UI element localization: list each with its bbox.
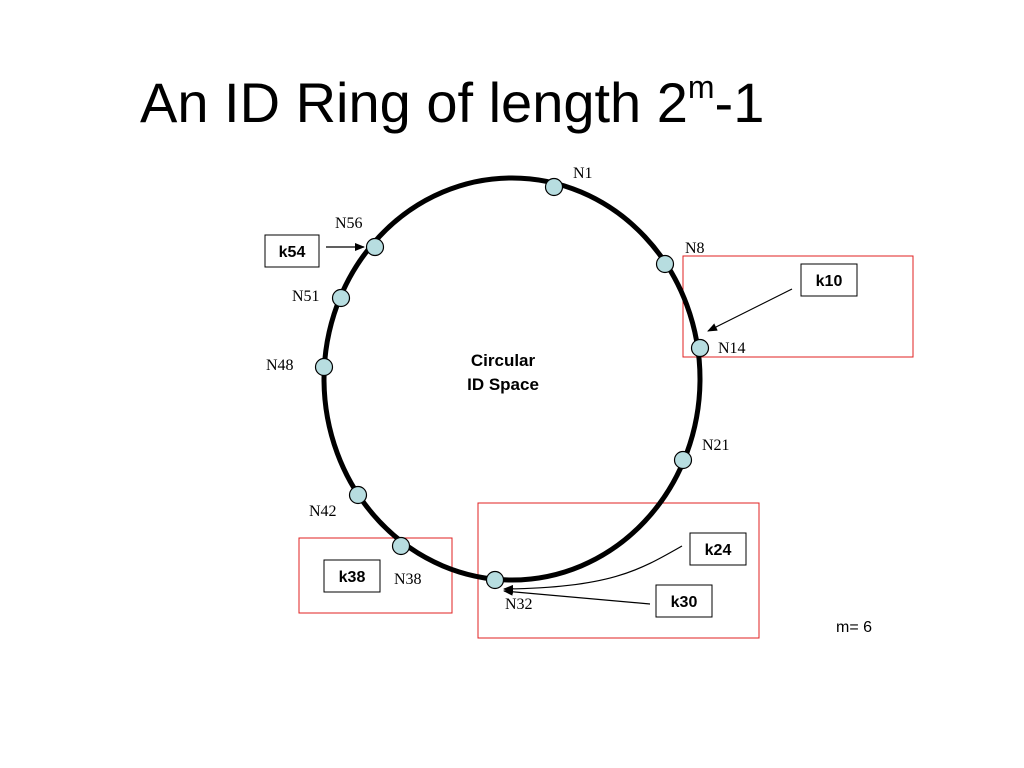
highlight-box-n38 xyxy=(298,537,453,614)
node-label-n8: N8 xyxy=(685,240,705,257)
node-label-n21: N21 xyxy=(702,437,730,454)
highlight-box-n32 xyxy=(477,502,760,639)
node-n8 xyxy=(655,254,675,274)
key-label-k10: k10 xyxy=(816,273,843,290)
highlight-box-n14 xyxy=(682,255,914,358)
ring-center-label-line1: Circular xyxy=(471,351,536,370)
key-label-k54: k54 xyxy=(279,244,306,261)
node-n38 xyxy=(391,536,411,556)
title-suffix: -1 xyxy=(714,71,765,134)
node-n51 xyxy=(331,288,351,308)
key-box-k24 xyxy=(689,532,747,566)
slide-title: An ID Ring of length 2m-1 xyxy=(140,69,765,135)
arrow-k24-to-n32 xyxy=(503,545,683,593)
arrow-k30-to-n32 xyxy=(503,587,651,605)
key-box-k54 xyxy=(264,234,320,268)
node-n48 xyxy=(314,357,334,377)
node-label-n32: N32 xyxy=(505,596,533,613)
node-label-n1: N1 xyxy=(573,165,593,182)
node-n42 xyxy=(348,485,368,505)
key-box-k10 xyxy=(800,263,858,297)
key-box-k38 xyxy=(323,559,381,593)
ring-circle xyxy=(321,175,703,583)
title-main: An ID Ring of length 2 xyxy=(140,71,688,134)
node-n32 xyxy=(485,570,505,590)
node-label-n38: N38 xyxy=(394,571,422,588)
node-n21 xyxy=(673,450,693,470)
arrow-k10-to-n14 xyxy=(707,288,793,332)
node-label-n42: N42 xyxy=(309,503,337,520)
m-value-note: m= 6 xyxy=(836,619,872,636)
key-label-k38: k38 xyxy=(339,569,366,586)
node-label-n14: N14 xyxy=(718,340,746,357)
node-label-n51: N51 xyxy=(292,288,320,305)
node-label-n48: N48 xyxy=(266,357,294,374)
ring-center-label-line2: ID Space xyxy=(467,375,539,394)
key-box-k30 xyxy=(655,584,713,618)
title-superscript: m xyxy=(687,69,715,105)
node-n1 xyxy=(544,177,564,197)
node-n14 xyxy=(690,338,710,358)
key-label-k24: k24 xyxy=(705,542,732,559)
key-label-k30: k30 xyxy=(671,594,698,611)
node-n56 xyxy=(365,237,385,257)
node-label-n56: N56 xyxy=(335,215,363,232)
